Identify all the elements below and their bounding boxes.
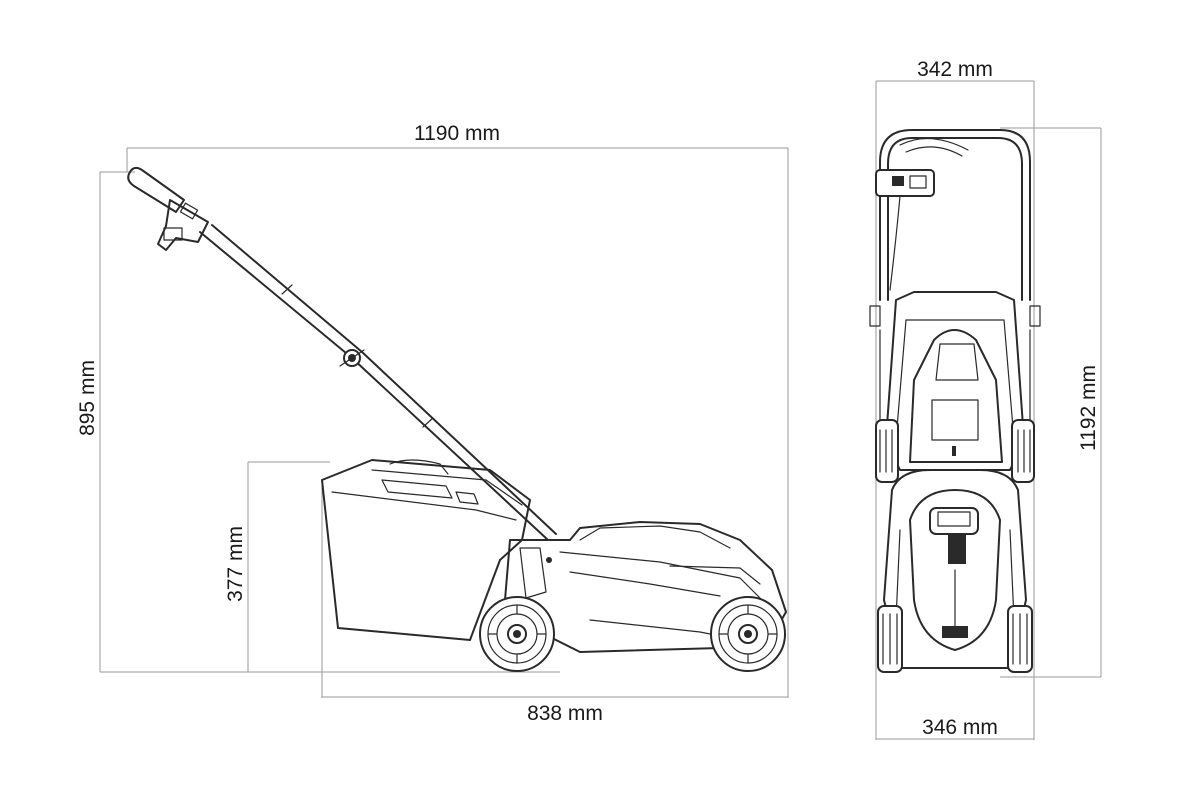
front-length-label: 1192 mm (1077, 365, 1100, 451)
front-wheel-left-icon (877, 605, 903, 673)
side-view-dimensions: 1190 mm 895 mm 377 mm 838 mm (76, 122, 789, 725)
side-length-label: 1190 mm (414, 122, 500, 145)
front-wheel-icon (710, 596, 786, 672)
front-rear-wheel-right-icon (1011, 419, 1035, 483)
front-deck (883, 469, 1027, 669)
front-wheel-right-icon (1007, 605, 1033, 673)
handle-pole (199, 224, 557, 541)
rear-wheel-icon (479, 596, 555, 672)
body-length-label: 838 mm (527, 702, 603, 725)
front-view-mower (869, 129, 1041, 673)
base-width-label: 346 mm (922, 716, 998, 739)
handle-grip (127, 166, 209, 251)
side-view-mower (127, 166, 787, 672)
handle-width-label: 342 mm (917, 58, 993, 81)
body-height-label: 377 mm (224, 526, 247, 602)
front-handle (879, 129, 1031, 301)
front-switch-box (875, 169, 935, 291)
side-height-label: 895 mm (76, 360, 99, 436)
front-view-dimensions: 342 mm 1192 mm 346 mm (875, 58, 1102, 740)
front-grass-box (885, 291, 1025, 471)
front-rear-wheel-left-icon (875, 419, 899, 483)
handle-knob-icon (339, 349, 365, 367)
